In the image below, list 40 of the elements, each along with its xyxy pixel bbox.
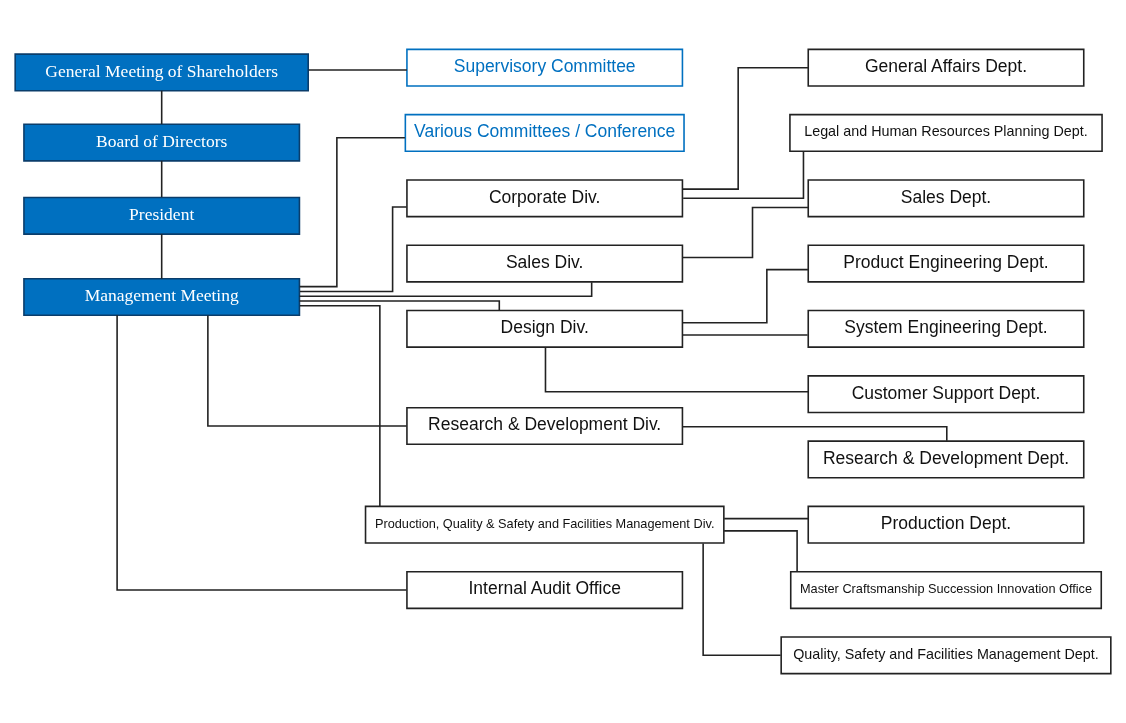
node-box: General Affairs Dept.: [807, 48, 1085, 87]
node-box: Production Dept.: [807, 505, 1085, 544]
node-box: Internal Audit Office: [406, 570, 684, 610]
node-box: Research & Development Div.: [406, 406, 684, 446]
node-box: Product Engineering Dept.: [807, 244, 1085, 283]
connector: [681, 66, 809, 190]
connector: [544, 346, 809, 393]
node-box: General Meeting of Shareholders: [14, 53, 309, 92]
node-box: Sales Div.: [406, 244, 684, 283]
connector: [681, 206, 809, 259]
connector: [116, 314, 408, 591]
connector: [160, 160, 163, 198]
connector: [682, 150, 805, 200]
node-box: Production, Quality & Safety and Facilities Management Div.: [364, 505, 725, 544]
node-box: Management Meeting: [23, 277, 301, 317]
connector: [207, 314, 408, 427]
node-box: System Engineering Dept.: [807, 309, 1085, 348]
connector: [702, 542, 782, 657]
connector: [160, 90, 163, 125]
node-box: Sales Dept.: [807, 179, 1085, 218]
connector: [160, 233, 163, 280]
node-box: Supervisory Committee: [406, 48, 684, 87]
node-box: Quality, Safety and Facilities Management Dept.: [780, 636, 1112, 675]
node-box: Master Craftsmanship Succession Innovation Office: [789, 570, 1103, 610]
connector: [723, 517, 809, 520]
connector: [682, 334, 809, 336]
node-box: Design Div.: [406, 309, 684, 348]
node-box: Legal and Human Resources Planning Dept.: [789, 113, 1103, 153]
node-box: Corporate Div.: [406, 179, 684, 218]
node-box: Board of Directors: [23, 123, 301, 162]
connector: [682, 268, 809, 324]
connector: [298, 300, 501, 312]
node-box: Customer Support Dept.: [807, 375, 1085, 414]
node-box: President: [23, 196, 301, 235]
node-box: Research & Development Dept.: [807, 440, 1085, 479]
connector: [299, 304, 381, 507]
connector: [723, 530, 798, 573]
connector: [307, 69, 408, 71]
node-box: Various Committees / Conference: [404, 113, 685, 153]
connector: [298, 136, 406, 288]
